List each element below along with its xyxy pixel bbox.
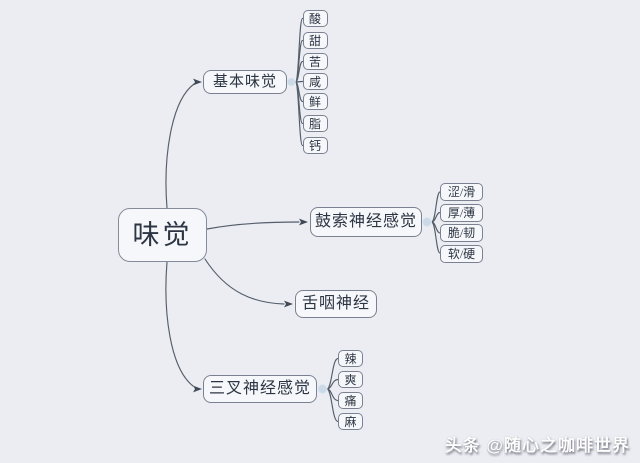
leaf-node[interactable]: 甜 (302, 32, 328, 49)
edge-root-to-basic-taste (165, 83, 195, 209)
leaf-node[interactable]: 厚/薄 (440, 203, 483, 222)
watermark: 头条 @随心之咖啡世界 (444, 436, 630, 455)
leaf-node[interactable]: 麻 (338, 413, 363, 430)
leaf-node[interactable]: 钙 (302, 137, 328, 154)
collapse-dot-icon[interactable] (286, 77, 296, 87)
node-trigeminal[interactable]: 三叉神经感觉 (203, 375, 317, 403)
arrowhead-icon (193, 385, 202, 393)
edge-root-to-chorda (206, 221, 300, 230)
edge-root-to-trigeminal (165, 261, 194, 387)
leaf-node[interactable]: 爽 (338, 371, 363, 388)
leaf-node[interactable]: 痛 (338, 392, 363, 409)
leaf-node[interactable]: 咸 (302, 73, 328, 90)
bracket-chorda (430, 191, 441, 254)
collapse-dot-icon[interactable] (317, 384, 328, 394)
leaf-node[interactable]: 涩/滑 (440, 183, 483, 201)
arrowhead-icon (193, 78, 202, 86)
leaf-node[interactable]: 鲜 (302, 93, 328, 110)
node-basic-taste[interactable]: 基本味觉 (203, 70, 287, 94)
arrowhead-icon (299, 218, 308, 226)
node-root-taste[interactable]: 味觉 (118, 208, 207, 262)
leaf-node[interactable]: 辣 (338, 350, 363, 367)
leaf-node[interactable]: 脂 (302, 115, 328, 132)
edge-root-to-glossopharyngeal (204, 258, 285, 305)
node-glossopharyngeal[interactable]: 舌咽神经 (295, 290, 377, 318)
bracket-basic-taste (294, 17, 304, 147)
collapse-dot-icon[interactable] (422, 217, 432, 227)
leaf-node[interactable]: 软/硬 (440, 244, 483, 263)
bracket-trigeminal (326, 357, 339, 423)
node-chorda-tympani[interactable]: 鼓索神经感觉 (310, 207, 422, 237)
leaf-node[interactable]: 酸 (302, 10, 328, 27)
leaf-node[interactable]: 脆/韧 (440, 224, 483, 242)
arrowhead-icon (284, 300, 293, 308)
leaf-node[interactable]: 苦 (302, 53, 328, 70)
